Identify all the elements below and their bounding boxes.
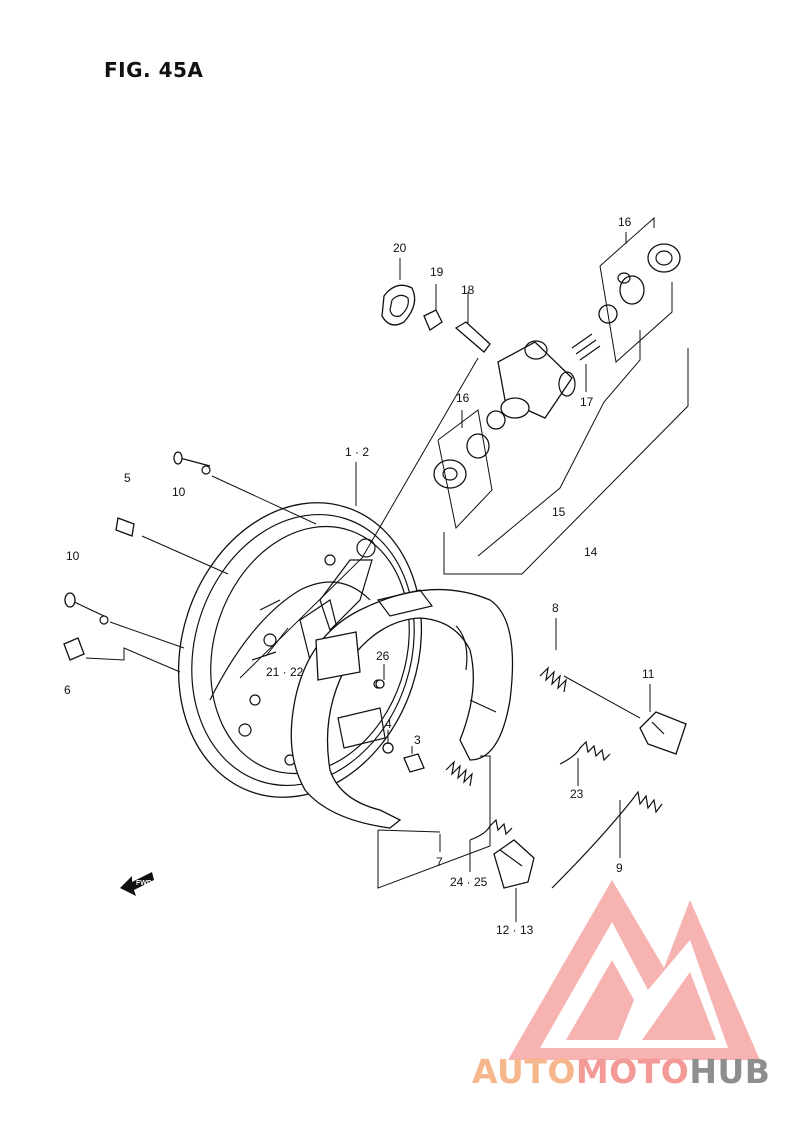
fwd-arrow-icon: FWD: [120, 872, 154, 896]
callout-14: 14: [584, 545, 598, 559]
callout-9: 9: [616, 861, 623, 875]
brake-shoe-set: [290, 588, 514, 829]
callout-10-left: 10: [66, 549, 80, 563]
callout-11: 11: [642, 667, 655, 681]
callout-18: 18: [461, 283, 475, 297]
callout-10-top: 10: [172, 485, 186, 499]
callout-16-top: 16: [618, 215, 632, 229]
bleeder-set: [381, 284, 491, 353]
figure-title: FIG. 45A: [104, 58, 204, 82]
callout-4: 4: [385, 717, 392, 731]
wheel-cylinder: [497, 340, 576, 419]
callout-15: 15: [552, 505, 566, 519]
callout-1-2: 1 · 2: [345, 445, 369, 459]
callout-labels: 1 · 2 3 4 5 6 7 8 9 10 10 11 12 · 13 14 …: [64, 215, 655, 937]
callout-6: 6: [64, 683, 71, 697]
leader-lines: [85, 216, 689, 922]
callout-5: 5: [124, 471, 131, 485]
callout-26: 26: [376, 649, 390, 663]
callout-21-22: 21 · 22: [266, 665, 304, 679]
callout-7: 7: [436, 855, 443, 869]
fasteners: [63, 451, 425, 773]
watermark-moto: MOTO: [575, 1052, 690, 1091]
callout-12-13: 12 · 13: [496, 923, 534, 937]
callout-16-mid: 16: [456, 391, 470, 405]
adjuster-clip: [639, 711, 687, 755]
callout-19: 19: [430, 265, 444, 279]
watermark-logo-icon: [508, 880, 760, 1060]
callout-3: 3: [414, 733, 421, 747]
watermark-auto: AUTO: [472, 1052, 576, 1091]
callout-24-25: 24 · 25: [450, 875, 488, 889]
callout-8: 8: [552, 601, 559, 615]
callout-20: 20: [393, 241, 407, 255]
callout-23: 23: [570, 787, 584, 801]
watermark-hub: HUB: [689, 1052, 771, 1091]
cylinder-internals: [433, 243, 681, 489]
fwd-label: FWD: [136, 880, 152, 887]
watermark-wordmark: AUTOMOTOHUB: [472, 1052, 770, 1091]
callout-17: 17: [580, 395, 594, 409]
retainer-clip: [493, 839, 535, 889]
